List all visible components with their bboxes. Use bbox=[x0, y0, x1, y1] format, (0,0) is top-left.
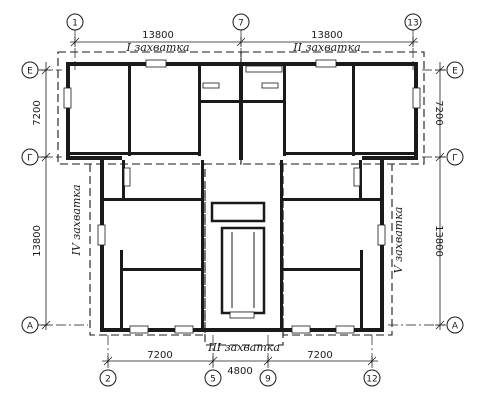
zone-label-1: I захватка bbox=[125, 41, 189, 54]
dimension-bottom-right: 7200 bbox=[307, 350, 332, 361]
dimension-bottom-mid: 4800 bbox=[227, 366, 252, 377]
dimension-top-right: 13800 bbox=[311, 30, 343, 41]
dimension-left-lower: 13800 bbox=[32, 225, 43, 257]
axis-label-g-right: Г bbox=[452, 154, 458, 164]
axis-label-e-left: Е bbox=[27, 67, 33, 77]
dimension-right-upper: 7200 bbox=[433, 100, 444, 125]
dimension-right-lower: 13800 bbox=[433, 225, 444, 257]
zone-label-2: II захватка bbox=[292, 41, 360, 54]
axis-label-a-right: А bbox=[452, 322, 459, 332]
dimension-top-left: 13800 bbox=[142, 30, 174, 41]
axis-label-g-left: Г bbox=[27, 154, 33, 164]
dimension-bottom-left: 7200 bbox=[147, 350, 172, 361]
axis-label-12: 12 bbox=[366, 375, 377, 385]
axis-label-e-right: Е bbox=[452, 67, 458, 77]
axis-label-a-left: А bbox=[27, 322, 34, 332]
axis-label-2: 2 bbox=[105, 375, 111, 385]
zone-label-4: IV захватка bbox=[70, 184, 83, 256]
axis-label-9: 9 bbox=[265, 375, 271, 385]
building-walls bbox=[66, 62, 418, 332]
axis-bubbles bbox=[21, 13, 464, 387]
zone-label-3: III захватка bbox=[207, 341, 280, 354]
axis-label-7: 7 bbox=[238, 19, 244, 29]
windows bbox=[63, 59, 421, 334]
axis-label-1: 1 bbox=[72, 19, 78, 29]
zone-label-5: V захватка bbox=[392, 207, 405, 274]
axis-label-5: 5 bbox=[210, 375, 216, 385]
dimension-lines bbox=[41, 37, 445, 366]
axis-label-13: 13 bbox=[407, 19, 418, 29]
dimension-left-upper: 7200 bbox=[32, 100, 43, 125]
